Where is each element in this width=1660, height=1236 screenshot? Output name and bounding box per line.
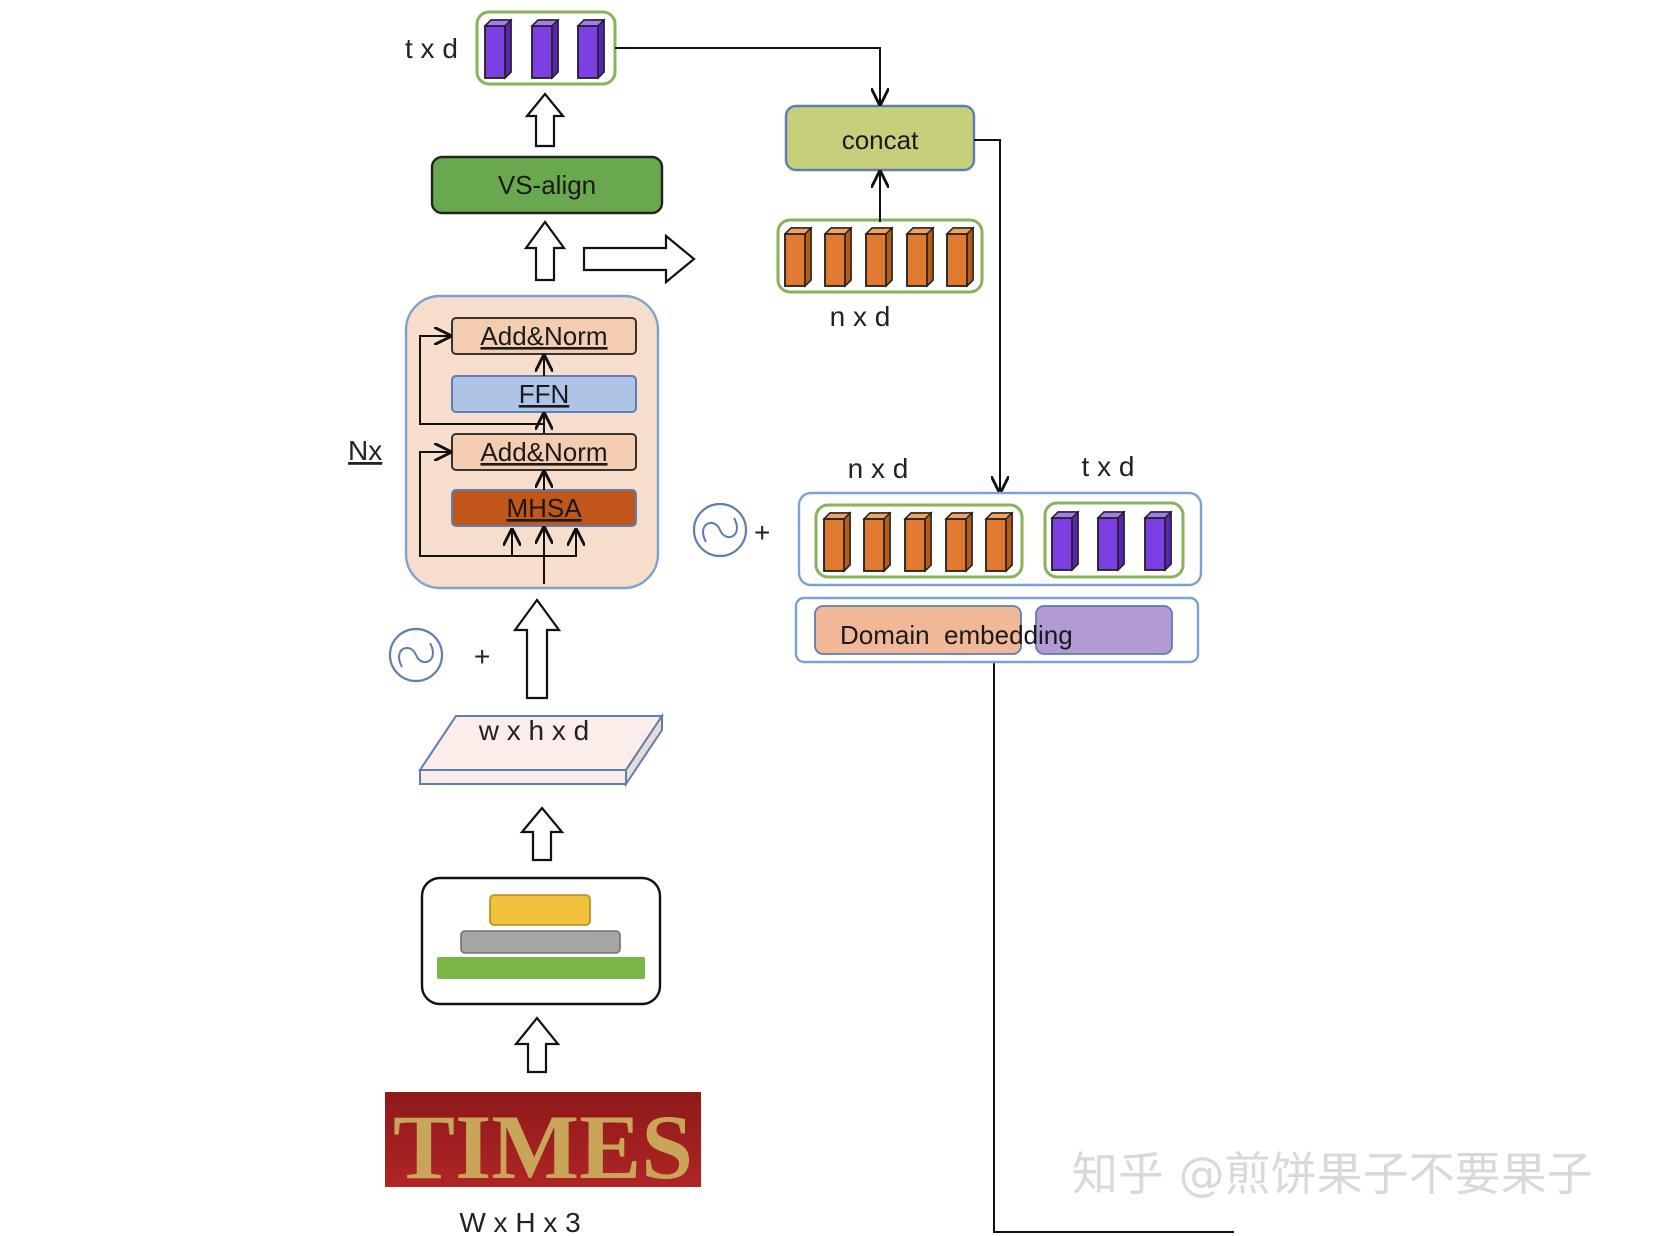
combined-purple-label: t x d [1082,451,1135,482]
up-arrow-transformer-to-vs [523,220,567,282]
input-image-text: TIMES [393,1096,693,1198]
top-tokens-label: t x d [405,33,458,64]
domain-embedding: Domain embedding [794,596,1200,664]
combined-orange-label: n x d [848,453,909,484]
vs-align-block: VS-align [430,155,664,215]
feature-map-label: w x h x d [478,715,589,746]
feature-map-slab [418,712,664,788]
concat-block: concat [784,104,976,172]
combined-token-group [797,491,1203,587]
up-arrow-image-to-cnn [513,1016,561,1074]
plus-sign-right: + [754,517,770,548]
right-arrow-to-orange-tokens [582,233,696,285]
input-image: TIMES [385,1092,701,1198]
nx-label: Nx [348,435,382,466]
mhsa-label: MHSA [506,493,582,523]
connector-domain-output [993,662,1234,1233]
concat-label: concat [842,125,919,155]
domain-embedding-label: Domain embedding [840,620,1073,650]
add-norm-bottom-label: Add&Norm [480,437,607,467]
vs-align-label: VS-align [498,170,596,200]
plus-sign-left: + [474,641,490,672]
positional-encoding-icon-right [692,502,748,558]
cnn-backbone [420,876,662,1006]
up-arrow-cnn-to-features [519,806,565,862]
add-norm-top-label: Add&Norm [480,321,607,351]
top-purple-tokens [475,10,617,86]
input-size-label: W x H x 3 [459,1207,580,1236]
positional-encoding-icon [388,627,444,683]
watermark: 知乎 @煎饼果子不要果子 [1072,1147,1593,1201]
orange-tokens [776,218,984,294]
up-arrow-vs-to-tokens [524,92,566,148]
transformer-encoder-block: Add&Norm FFN Add&Norm MHSA [404,294,660,590]
up-arrow-features-to-transformer [512,598,562,700]
orange-tokens-label: n x d [830,301,891,332]
connector-top-tokens-to-concat [615,47,880,104]
connector-concat-to-combined [974,139,1000,492]
ffn-label: FFN [519,379,570,409]
